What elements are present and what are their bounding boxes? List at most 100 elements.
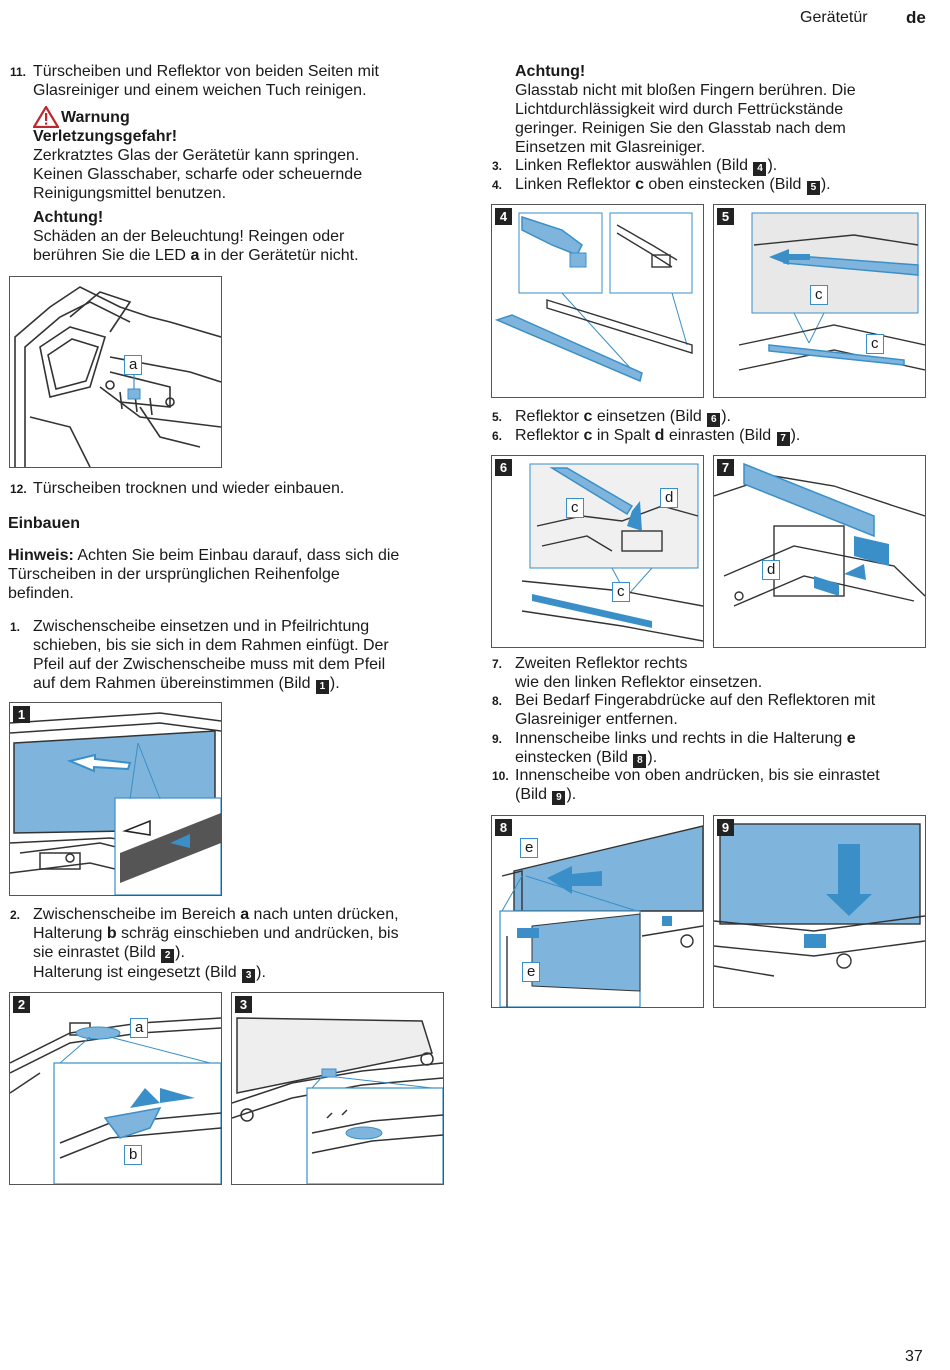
caution-line: geringer. Reinigen Sie den Glasstab nach… — [515, 120, 846, 137]
figure-badge: 9 — [717, 819, 734, 836]
step-number: 11. — [10, 65, 27, 79]
step-text: Innenscheibe von oben andrücken, bis sie… — [515, 767, 880, 784]
label-b: b — [124, 1145, 143, 1165]
label-d: d — [762, 560, 781, 580]
step-text: Halterung ist eingesetzt (Bild 3). — [33, 964, 266, 983]
figure-badge: 8 — [495, 819, 512, 836]
figure-1: 1 — [9, 702, 222, 896]
label-c: c — [566, 498, 584, 518]
figure-badge: 7 — [717, 459, 734, 476]
figure-badge: 1 — [13, 706, 30, 723]
figure-9: 9 — [713, 815, 926, 1008]
header-language: de — [906, 8, 926, 27]
step-text: Zwischenscheibe einsetzen und in Pfeilri… — [33, 618, 370, 635]
figure-badge: 4 — [495, 208, 512, 225]
label-c: c — [810, 285, 828, 305]
step-text: (Bild 9). — [515, 786, 577, 805]
header-section: Gerätetür — [800, 9, 868, 26]
warning-block: Warnung Verletzungsgefahr! Zerkratztes G… — [33, 106, 443, 203]
step-number: 4. — [492, 178, 503, 192]
step-text: Reflektor c einsetzen (Bild 6). — [515, 408, 731, 427]
label-a: a — [124, 355, 143, 375]
step-number: 7. — [492, 657, 503, 671]
step-number: 3. — [492, 159, 503, 173]
step-number: 9. — [492, 732, 503, 746]
figure-6: c d c 6 — [491, 455, 704, 648]
step-text: Glasreiniger entfernen. — [515, 711, 678, 728]
step-text: Linken Reflektor c oben einstecken (Bild… — [515, 176, 831, 195]
hinweis-line: Türscheiben in der ursprünglichen Reihen… — [8, 566, 340, 583]
step-text: Türscheiben und Reflektor von beiden Sei… — [33, 63, 379, 80]
caution-line: berühren Sie die LED a in der Gerätetür … — [33, 247, 359, 264]
figure-5: c c 5 — [713, 204, 926, 398]
figure-ref-9: 9 — [552, 791, 566, 805]
step-number: 1. — [10, 620, 21, 634]
figure-7: d 7 — [713, 455, 926, 648]
step-number: 12. — [10, 482, 27, 496]
hinweis-line: Hinweis: Achten Sie beim Einbau darauf, … — [8, 547, 400, 564]
step-text: Innenscheibe links und rechts in die Hal… — [515, 730, 856, 747]
figure-badge: 2 — [13, 996, 30, 1013]
step-text: schieben, bis sie sich in dem Rahmen ein… — [33, 637, 389, 654]
caution-line: Schäden an der Beleuchtung! Reingen oder — [33, 228, 345, 245]
step-number: 6. — [492, 429, 503, 443]
caution-title: Achtung! — [33, 209, 104, 226]
step-text: Halterung b schräg einschieben und andrü… — [33, 925, 399, 942]
figure-2: a b 2 — [9, 992, 222, 1185]
figure-ref-8: 8 — [633, 754, 647, 768]
warning-line: Zerkratztes Glas der Gerätetür kann spri… — [33, 147, 360, 164]
step-text: Zweiten Reflektor rechts — [515, 655, 688, 672]
label-e: e — [520, 838, 539, 858]
figure-ref-5: 5 — [806, 181, 820, 195]
step-text: Zwischenscheibe im Bereich a nach unten … — [33, 906, 399, 923]
page-number: 37 — [905, 1348, 923, 1365]
caution-block-2: Achtung! Glasstab nicht mit bloßen Finge… — [515, 62, 935, 157]
step-text: Türscheiben trocknen und wieder einbauen… — [33, 480, 345, 497]
figure-badge: 6 — [495, 459, 512, 476]
step-text: auf dem Rahmen übereinstimmen (Bild 1). — [33, 675, 340, 694]
step-text: Linken Reflektor auswählen (Bild 4). — [515, 157, 778, 176]
step-number: 10. — [492, 769, 509, 783]
warning-line: Reinigungsmittel benutzen. — [33, 185, 227, 202]
step-text: Glasreiniger und einem weichen Tuch rein… — [33, 82, 367, 99]
warning-title-row: Warnung — [33, 106, 443, 128]
label-a: a — [130, 1018, 149, 1038]
step-text: sie einrastet (Bild 2). — [33, 944, 185, 963]
figure-ref-2: 2 — [161, 949, 175, 963]
caution-block-1: Achtung! Schäden an der Beleuchtung! Rei… — [33, 208, 443, 265]
figure-ref-1: 1 — [315, 680, 329, 694]
section-heading-einbauen: Einbauen — [8, 515, 81, 532]
hinweis-line: befinden. — [8, 585, 74, 602]
figure-ref-6: 6 — [707, 413, 721, 427]
caution-title: Achtung! — [515, 63, 586, 80]
figure-badge: 3 — [235, 996, 252, 1013]
step-number: 5. — [492, 410, 503, 424]
warning-title: Warnung — [61, 109, 130, 126]
step-text: Reflektor c in Spalt d einrasten (Bild 7… — [515, 427, 801, 446]
caution-line: Einsetzen mit Glasreiniger. — [515, 139, 706, 156]
figure-led: a — [9, 276, 222, 468]
figure-4: 4 — [491, 204, 704, 398]
label-d: d — [660, 488, 679, 508]
step-number: 8. — [492, 694, 503, 708]
caution-line: Glasstab nicht mit bloßen Fingern berühr… — [515, 82, 856, 99]
warning-triangle-icon — [33, 106, 59, 128]
label-c: c — [866, 334, 884, 354]
step-number: 2. — [10, 908, 21, 922]
figure-badge: 5 — [717, 208, 734, 225]
warning-heading: Verletzungsgefahr! — [33, 128, 178, 145]
warning-line: Keinen Glasschaber, scharfe oder scheuer… — [33, 166, 363, 183]
step-text: Pfeil auf der Zwischenscheibe muss mit d… — [33, 656, 386, 673]
step-text: wie den linken Reflektor einsetzen. — [515, 674, 763, 691]
label-e: e — [522, 962, 541, 982]
figure-ref-7: 7 — [776, 432, 790, 446]
label-c: c — [612, 582, 630, 602]
step-text: einstecken (Bild 8). — [515, 749, 658, 768]
caution-line: Lichtdurchlässigkeit wird durch Fettrück… — [515, 101, 844, 118]
figure-3: 3 — [231, 992, 444, 1185]
hinweis-block: Hinweis: Achten Sie beim Einbau darauf, … — [8, 546, 448, 603]
figure-8: e e 8 — [491, 815, 704, 1008]
figure-ref-4: 4 — [753, 162, 767, 176]
figure-ref-3: 3 — [242, 969, 256, 983]
step-text: Bei Bedarf Fingerabdrücke auf den Reflek… — [515, 692, 876, 709]
